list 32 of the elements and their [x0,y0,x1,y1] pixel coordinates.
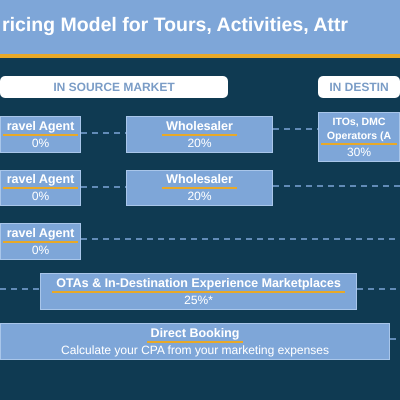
channel-box [126,116,273,153]
channel-box [318,112,400,162]
channel-name: ravel Agent [2,226,78,242]
dashed-connector [81,132,126,134]
channel-name: Direct Booking [146,326,244,342]
channel-box [0,116,81,153]
channel-box [0,223,81,260]
channel-name: OTAs & In-Destination Experience Marketplaces [52,276,345,292]
section-header: IN DESTIN [318,76,400,98]
commission-text: 0% [32,242,50,258]
channel-name: ITOs, DMC Operators (A [321,114,397,144]
dashed-connector [81,186,126,188]
dashed-connector [0,288,40,290]
channel-box [40,273,357,310]
dashed-connector [273,128,318,130]
commission-text: 0% [32,136,50,150]
commission-text: 20% [187,136,212,150]
channel-name: Wholesaler [162,172,237,189]
title: ricing Model for Tours, Activities, Attr [2,14,348,37]
commission-text: 30% [346,144,372,160]
commission-text: 20% [187,189,212,204]
dashed-connector [273,185,400,187]
section-header: IN SOURCE MARKET [0,76,228,98]
channel-name: ravel Agent [2,118,78,136]
channel-name: ravel Agent [2,172,78,189]
channel-box [126,170,273,206]
commission-text: 0% [32,189,50,204]
channel-name: Wholesaler [162,118,237,136]
channel-box [0,323,390,360]
commission-text: 25%* [184,292,213,308]
channel-box [0,170,81,206]
commission-text: Calculate your CPA from your marketing expenses [61,342,329,358]
